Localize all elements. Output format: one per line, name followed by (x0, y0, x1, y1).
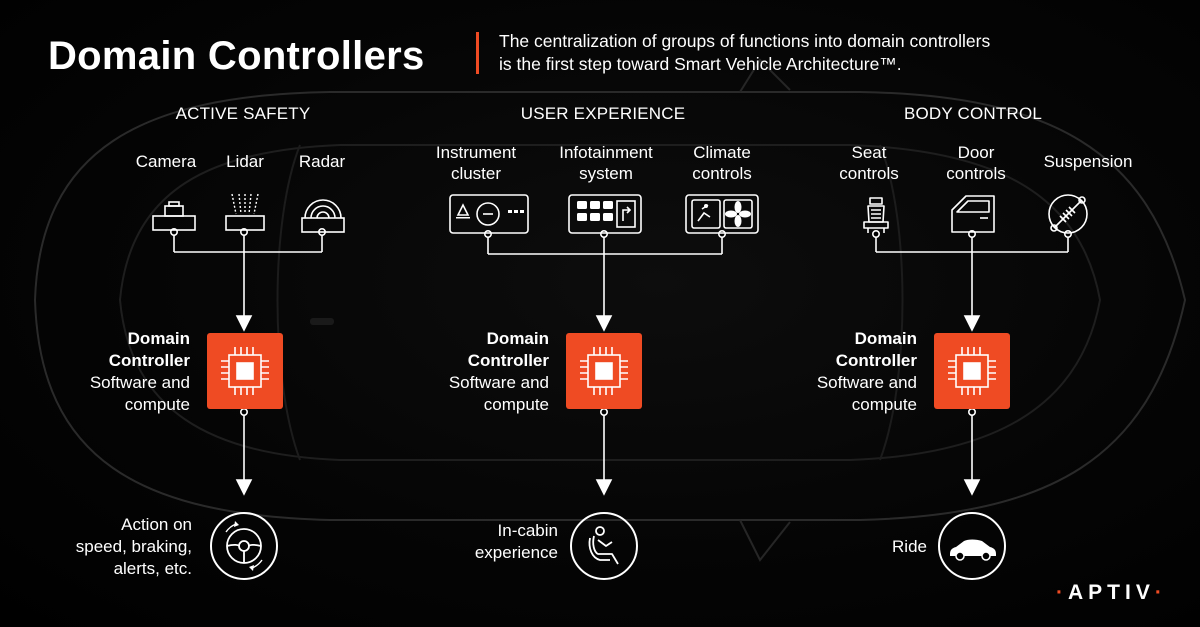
input-label-line: Door (957, 143, 995, 162)
infotainment-icon (568, 194, 642, 234)
input-label-line: cluster (450, 164, 502, 183)
subtitle: The centralization of groups of function… (499, 30, 1119, 76)
input-label-line: Seat (851, 143, 887, 162)
output-1-line-3: alerts, etc. (113, 559, 192, 578)
logo-text: APTIV (1068, 581, 1155, 604)
domain-controller-text-2: Domain Controller Software and compute (349, 328, 549, 416)
steering-wheel-icon (225, 521, 263, 571)
output-1-line-2: speed, braking, (75, 537, 192, 556)
suspension-icon (1048, 194, 1088, 234)
seat-icon (863, 197, 889, 233)
input-label-seat-controls: Seat controls (839, 142, 899, 184)
output-circle-2 (570, 512, 638, 580)
dc-title-line-1: Domain (486, 329, 549, 348)
dc-title-line-2: Controller (835, 351, 917, 370)
domain-controller-chip-3 (934, 333, 1010, 409)
input-label-instrument-cluster: Instrument cluster (436, 142, 516, 184)
input-label-lidar: Lidar (226, 152, 264, 171)
input-label-door-controls: Door controls (946, 142, 1006, 184)
dc-desc-line-2: compute (851, 395, 917, 414)
output-1-line-1: Action on (121, 515, 192, 534)
output-label-3: Ride (892, 536, 927, 558)
input-label-line: Instrument (435, 143, 517, 162)
dc-desc-line-1: Software and (89, 373, 190, 392)
input-label-line: Climate (693, 143, 751, 162)
section-label-user-experience: USER EXPERIENCE (520, 104, 686, 123)
input-label-line: controls (692, 164, 752, 183)
chip-icon (221, 347, 269, 395)
radar-icon (301, 199, 345, 233)
output-label-2: In-cabin experience (475, 520, 558, 564)
input-label-infotainment: Infotainment system (559, 142, 653, 184)
output-2-line-1: In-cabin (497, 521, 558, 540)
passenger-seat-icon (588, 526, 619, 565)
input-label-line: Infotainment (559, 143, 653, 162)
dc-title-line-2: Controller (108, 351, 190, 370)
domain-controller-chip-1 (207, 333, 283, 409)
input-label-camera: Camera (135, 152, 197, 171)
section-label-active-safety: ACTIVE SAFETY (175, 104, 311, 123)
domain-controller-text-3: Domain Controller Software and compute (717, 328, 917, 416)
dc-desc-line-2: compute (124, 395, 190, 414)
title-divider (476, 32, 479, 74)
domain-controller-chip-2 (566, 333, 642, 409)
input-label-radar: Radar (298, 152, 346, 171)
output-3-line-1: Ride (892, 537, 927, 556)
subtitle-line-2: is the first step toward Smart Vehicle A… (499, 54, 902, 74)
instrument-cluster-icon (449, 194, 529, 234)
logo-dot: · (1154, 581, 1167, 604)
domain-controller-text-1: Domain Controller Software and compute (0, 328, 190, 416)
door-icon (951, 195, 995, 233)
lidar-icon (225, 193, 265, 231)
climate-controls-icon (685, 194, 759, 234)
subtitle-line-1: The centralization of groups of function… (499, 31, 991, 51)
page-title: Domain Controllers (48, 34, 425, 78)
output-circle-1 (210, 512, 278, 580)
car-icon (950, 539, 996, 561)
dc-title-line-1: Domain (854, 329, 917, 348)
dc-title-line-1: Domain (127, 329, 190, 348)
dc-title-line-2: Controller (467, 351, 549, 370)
camera-icon (152, 201, 196, 231)
chip-icon (580, 347, 628, 395)
input-label-line: controls (946, 164, 1006, 183)
output-2-line-2: experience (474, 543, 558, 562)
input-label-line: system (579, 164, 633, 183)
input-label-suspension: Suspension (1043, 152, 1133, 171)
dc-desc-line-1: Software and (448, 373, 549, 392)
section-label-body-control: BODY CONTROL (903, 104, 1043, 123)
dc-desc-line-2: compute (483, 395, 549, 414)
output-label-1: Action on speed, braking, alerts, etc. (76, 514, 192, 580)
logo-dot: · (1056, 581, 1068, 604)
output-circle-3 (938, 512, 1006, 580)
aptiv-logo: ·APTIV· (1056, 581, 1167, 605)
dc-desc-line-1: Software and (816, 373, 917, 392)
input-label-climate-controls: Climate controls (692, 142, 752, 184)
input-label-line: controls (839, 164, 899, 183)
chip-icon (948, 347, 996, 395)
